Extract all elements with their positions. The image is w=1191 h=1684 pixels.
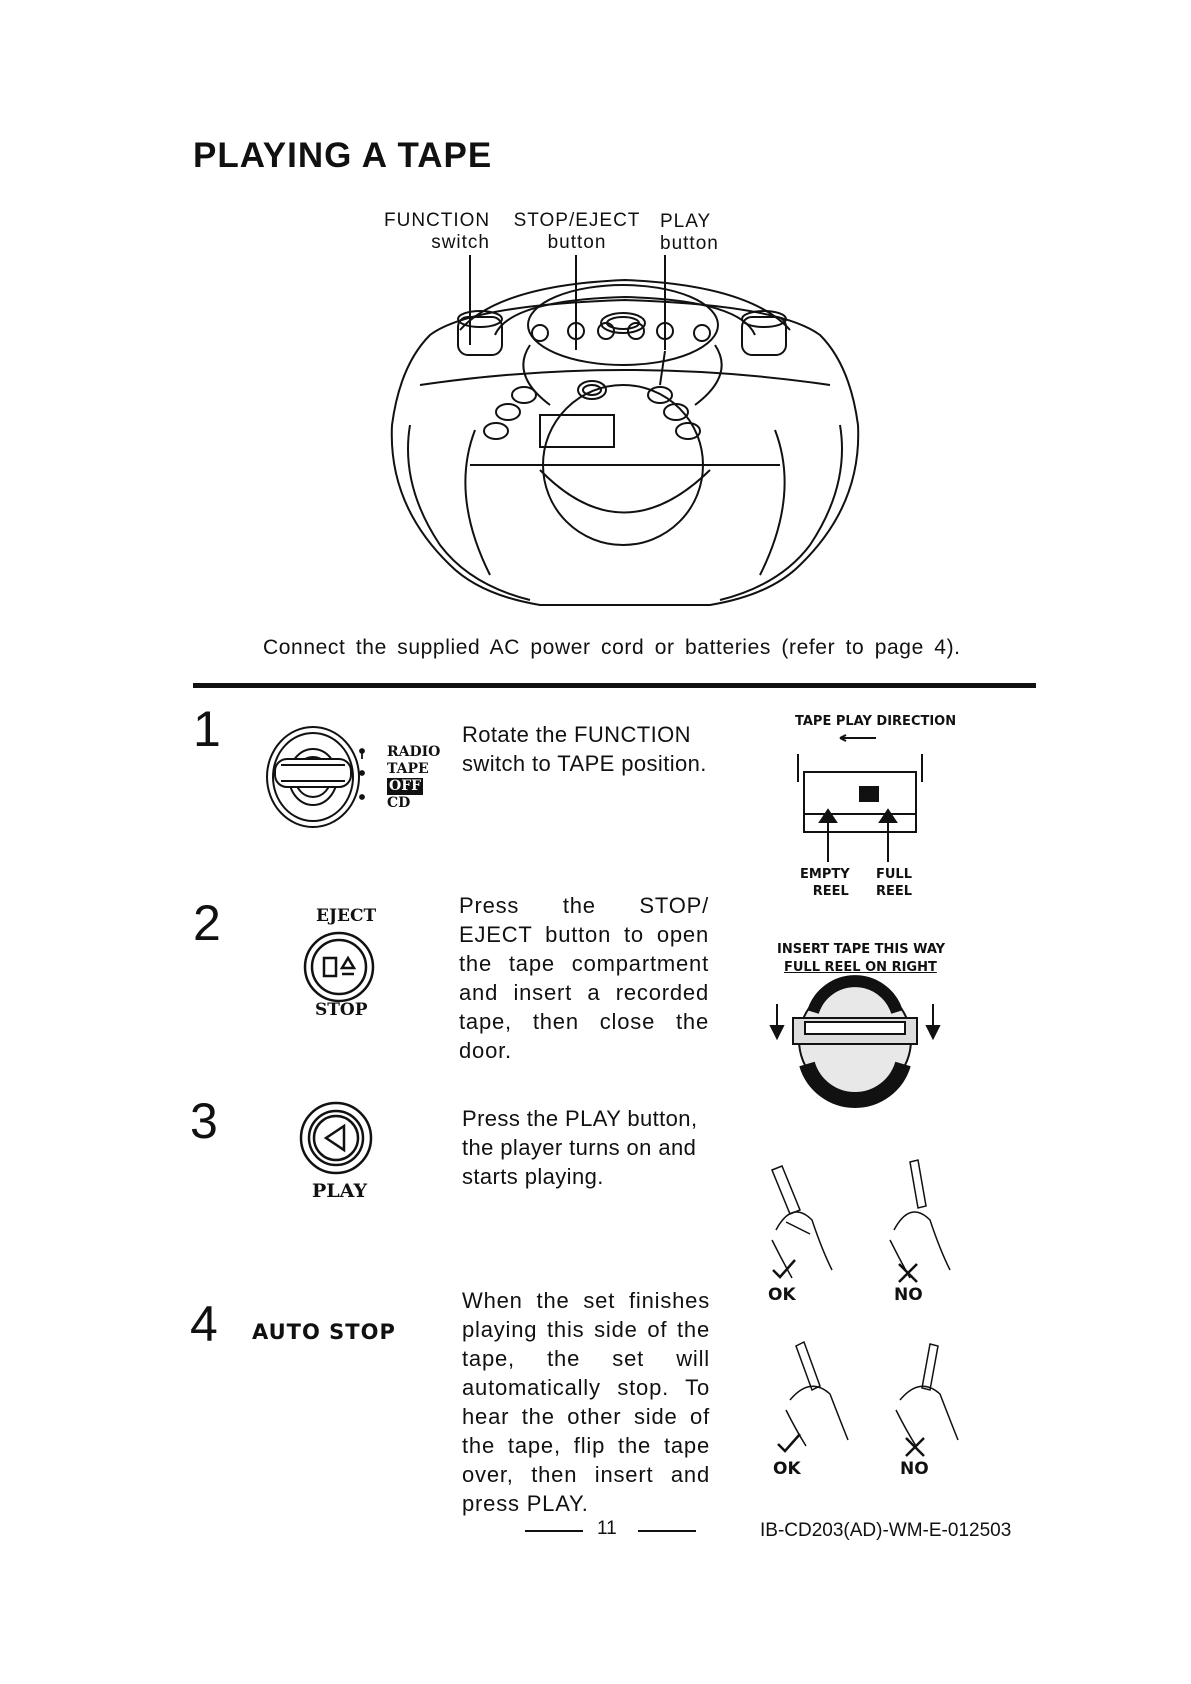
function-label: FUNCTION	[384, 210, 491, 231]
insert-tape-title: INSERT TAPE THIS WAY	[777, 942, 946, 957]
step-3-text: Press the PLAY button, the player turns …	[462, 1106, 698, 1189]
check-icon	[772, 1259, 796, 1279]
play-button-icon	[299, 1101, 373, 1175]
step-3-number: 3	[190, 1093, 218, 1149]
function-switch-callout: FUNCTION switch	[384, 210, 490, 254]
page-title: PLAYING A TAPE	[193, 136, 493, 175]
ok-pencil-diagram-2	[785, 1340, 849, 1447]
full-reel-label: FULL REEL	[876, 866, 912, 900]
insert-tape-diagram	[769, 975, 941, 1108]
cross-icon	[898, 1263, 918, 1283]
position-cd: CD	[387, 795, 411, 811]
empty-reel-label: EMPTY REEL	[800, 866, 850, 900]
empty-reel-word: REEL	[812, 884, 849, 899]
play-label: PLAY	[660, 211, 712, 232]
no-label-1: NO	[894, 1285, 923, 1305]
step-1-number: 1	[193, 701, 221, 757]
tape-direction-diagram	[797, 734, 923, 862]
function-positions: RADIO TAPE OFF CD	[387, 744, 440, 812]
stop-eject-button-icon	[303, 931, 375, 1003]
function-dial-icon	[266, 726, 365, 828]
step-4-text: When the set finishes playing this side …	[462, 1288, 710, 1516]
step-2-number: 2	[193, 895, 221, 951]
step-1-text: Rotate the FUNCTION switch to TAPE posit…	[462, 722, 707, 776]
stop-eject-label: STOP/EJECT	[513, 210, 641, 231]
no-label-2: NO	[900, 1459, 929, 1479]
position-off: OFF	[387, 778, 424, 795]
page-number-dash-left	[525, 1530, 583, 1532]
stop-label: STOP	[315, 1000, 368, 1020]
page-number-dash-right	[638, 1530, 696, 1532]
section-divider	[193, 683, 1036, 688]
tape-direction-title: TAPE PLAY DIRECTION	[795, 714, 957, 729]
ok-label-2: OK	[773, 1459, 801, 1479]
auto-stop-label: AUTO STOP	[252, 1320, 396, 1344]
cross-icon-2	[905, 1437, 925, 1457]
page-number: 11	[597, 1518, 617, 1539]
step-4-number: 4	[190, 1296, 218, 1352]
function-sub: switch	[431, 232, 490, 253]
stop-eject-callout: STOP/EJECT button	[512, 210, 642, 254]
boombox-illustration	[390, 255, 860, 606]
position-radio: RADIO	[387, 744, 441, 760]
ok-pencil-diagram-1	[771, 1165, 833, 1279]
stop-eject-sub: button	[547, 232, 607, 253]
position-tape: TAPE	[387, 761, 429, 777]
play-sub: button	[660, 233, 719, 254]
no-pencil-diagram-1	[889, 1159, 951, 1279]
insert-tape-subtitle: FULL REEL ON RIGHT	[784, 960, 937, 975]
play-callout: PLAY button	[660, 211, 740, 255]
eject-label: EJECT	[316, 906, 377, 926]
empty-word: EMPTY	[800, 867, 850, 882]
step-2-text: Press the STOP/ EJECT button to open the…	[459, 893, 709, 1063]
full-reel-word: REEL	[876, 884, 913, 899]
document-code: IB-CD203(AD)-WM-E-012503	[760, 1520, 1012, 1541]
check-icon-2	[777, 1433, 801, 1453]
play-button-label: PLAY	[312, 1180, 368, 1202]
full-word: FULL	[876, 867, 913, 882]
ok-label-1: OK	[768, 1285, 796, 1305]
no-pencil-diagram-2	[895, 1343, 959, 1447]
intro-text: Connect the supplied AC power cord or ba…	[263, 636, 961, 659]
